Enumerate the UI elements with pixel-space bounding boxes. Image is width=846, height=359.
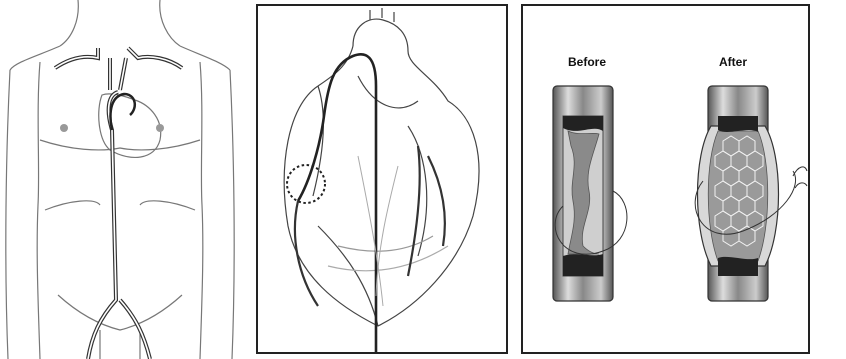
- stent-panel: Before After: [521, 4, 810, 354]
- heart-illustration: [258, 6, 506, 352]
- after-vessel: [695, 86, 807, 301]
- heart-panel: [256, 4, 508, 354]
- stent-illustration: [523, 6, 808, 352]
- body-illustration: [0, 0, 240, 359]
- before-vessel: [553, 86, 627, 301]
- body-catheter-panel: [0, 0, 240, 359]
